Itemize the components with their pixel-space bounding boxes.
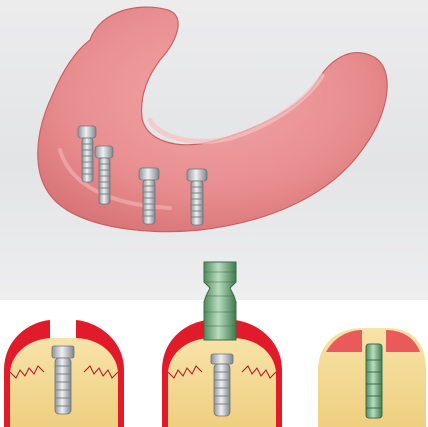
denture-gum bbox=[38, 7, 387, 232]
cross-section-abutment bbox=[162, 262, 282, 427]
cross-section-post bbox=[318, 328, 426, 427]
cross-section-implant bbox=[4, 320, 124, 427]
